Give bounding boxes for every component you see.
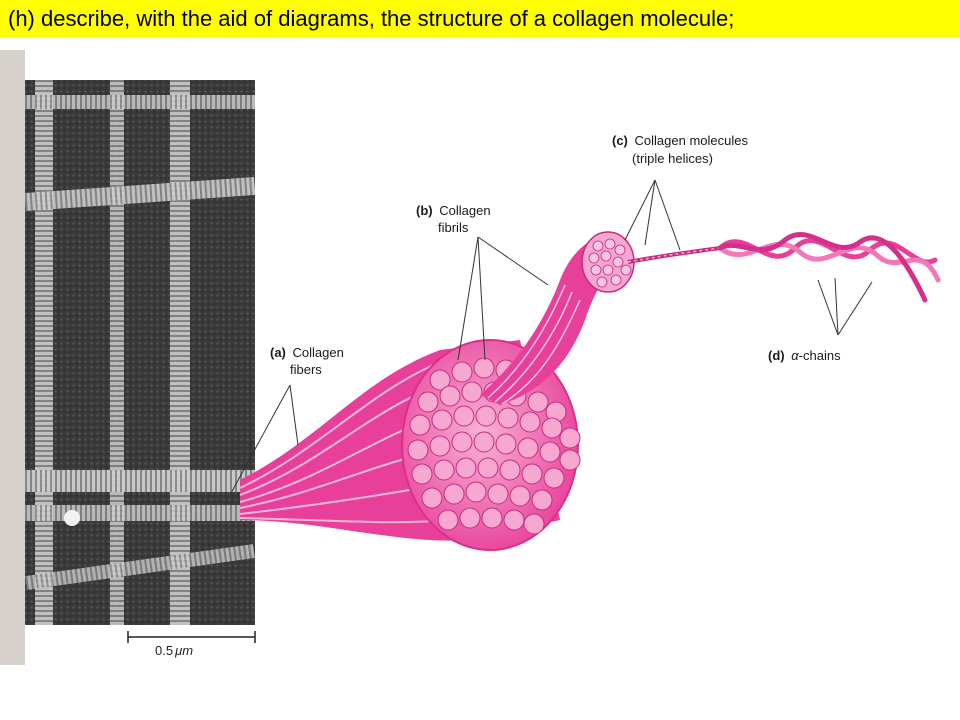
- page-title: (h) describe, with the aid of diagrams, …: [8, 6, 735, 31]
- leader-lines: [229, 179, 873, 496]
- label-collagen-fibers-line2: fibers: [290, 362, 322, 377]
- label-collagen-molecules-line2: (triple helices): [632, 151, 713, 166]
- alpha-chains-helix: [717, 232, 941, 303]
- collagen-fibril: [480, 231, 635, 405]
- electron-micrograph: [0, 50, 255, 665]
- collagen-molecule: [627, 246, 721, 264]
- scale-bar-value: 0.5: [155, 643, 173, 658]
- label-collagen-fibrils-line2: fibrils: [438, 220, 469, 235]
- label-alpha-chains: (d) α-chains: [768, 348, 841, 363]
- collagen-fiber-bundle: [239, 339, 581, 551]
- label-collagen-fibrils: (b) Collagen: [416, 203, 491, 218]
- label-collagen-molecules: (c) Collagen molecules: [612, 133, 748, 148]
- svg-text:0.5μm: 0.5μm: [155, 643, 193, 658]
- title-banner: (h) describe, with the aid of diagrams, …: [0, 0, 960, 37]
- scale-bar-unit: μm: [174, 643, 193, 658]
- label-collagen-fibers: (a) Collagen: [270, 345, 344, 360]
